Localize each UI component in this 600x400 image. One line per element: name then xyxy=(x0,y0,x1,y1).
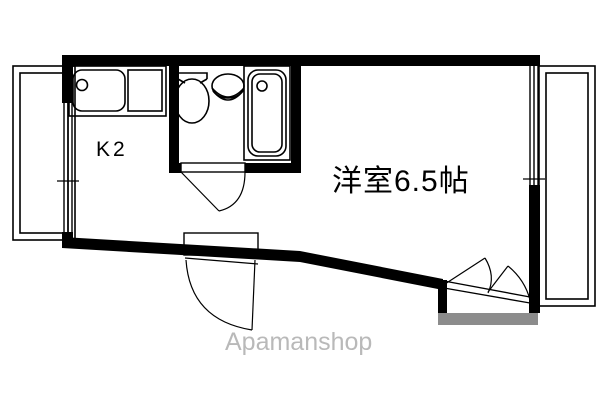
right-balcony-sliding-door[interactable] xyxy=(523,66,545,186)
watermark-apamanshop: Apamanshop xyxy=(225,328,373,356)
bathtub xyxy=(243,65,291,161)
kitchen-stove-area xyxy=(127,69,163,112)
kitchen-counter xyxy=(68,65,167,117)
sink-drain-icon xyxy=(75,78,89,92)
wash-basin xyxy=(211,73,245,101)
room-label-kitchen: K2 xyxy=(96,138,128,161)
interior-partitions xyxy=(169,55,301,173)
entrance-door-right[interactable] xyxy=(487,265,531,301)
right-balcony xyxy=(538,65,596,307)
kitchen-sink xyxy=(72,69,126,112)
toilet xyxy=(174,72,210,124)
bathroom-door[interactable] xyxy=(180,162,246,212)
room-door[interactable] xyxy=(183,232,259,331)
left-balcony-sliding-door[interactable] xyxy=(57,103,79,236)
entrance-door-left[interactable] xyxy=(443,257,531,304)
room-label-main-room: 洋室6.5帖 xyxy=(332,165,470,198)
bathtub-drain-icon xyxy=(256,80,268,92)
